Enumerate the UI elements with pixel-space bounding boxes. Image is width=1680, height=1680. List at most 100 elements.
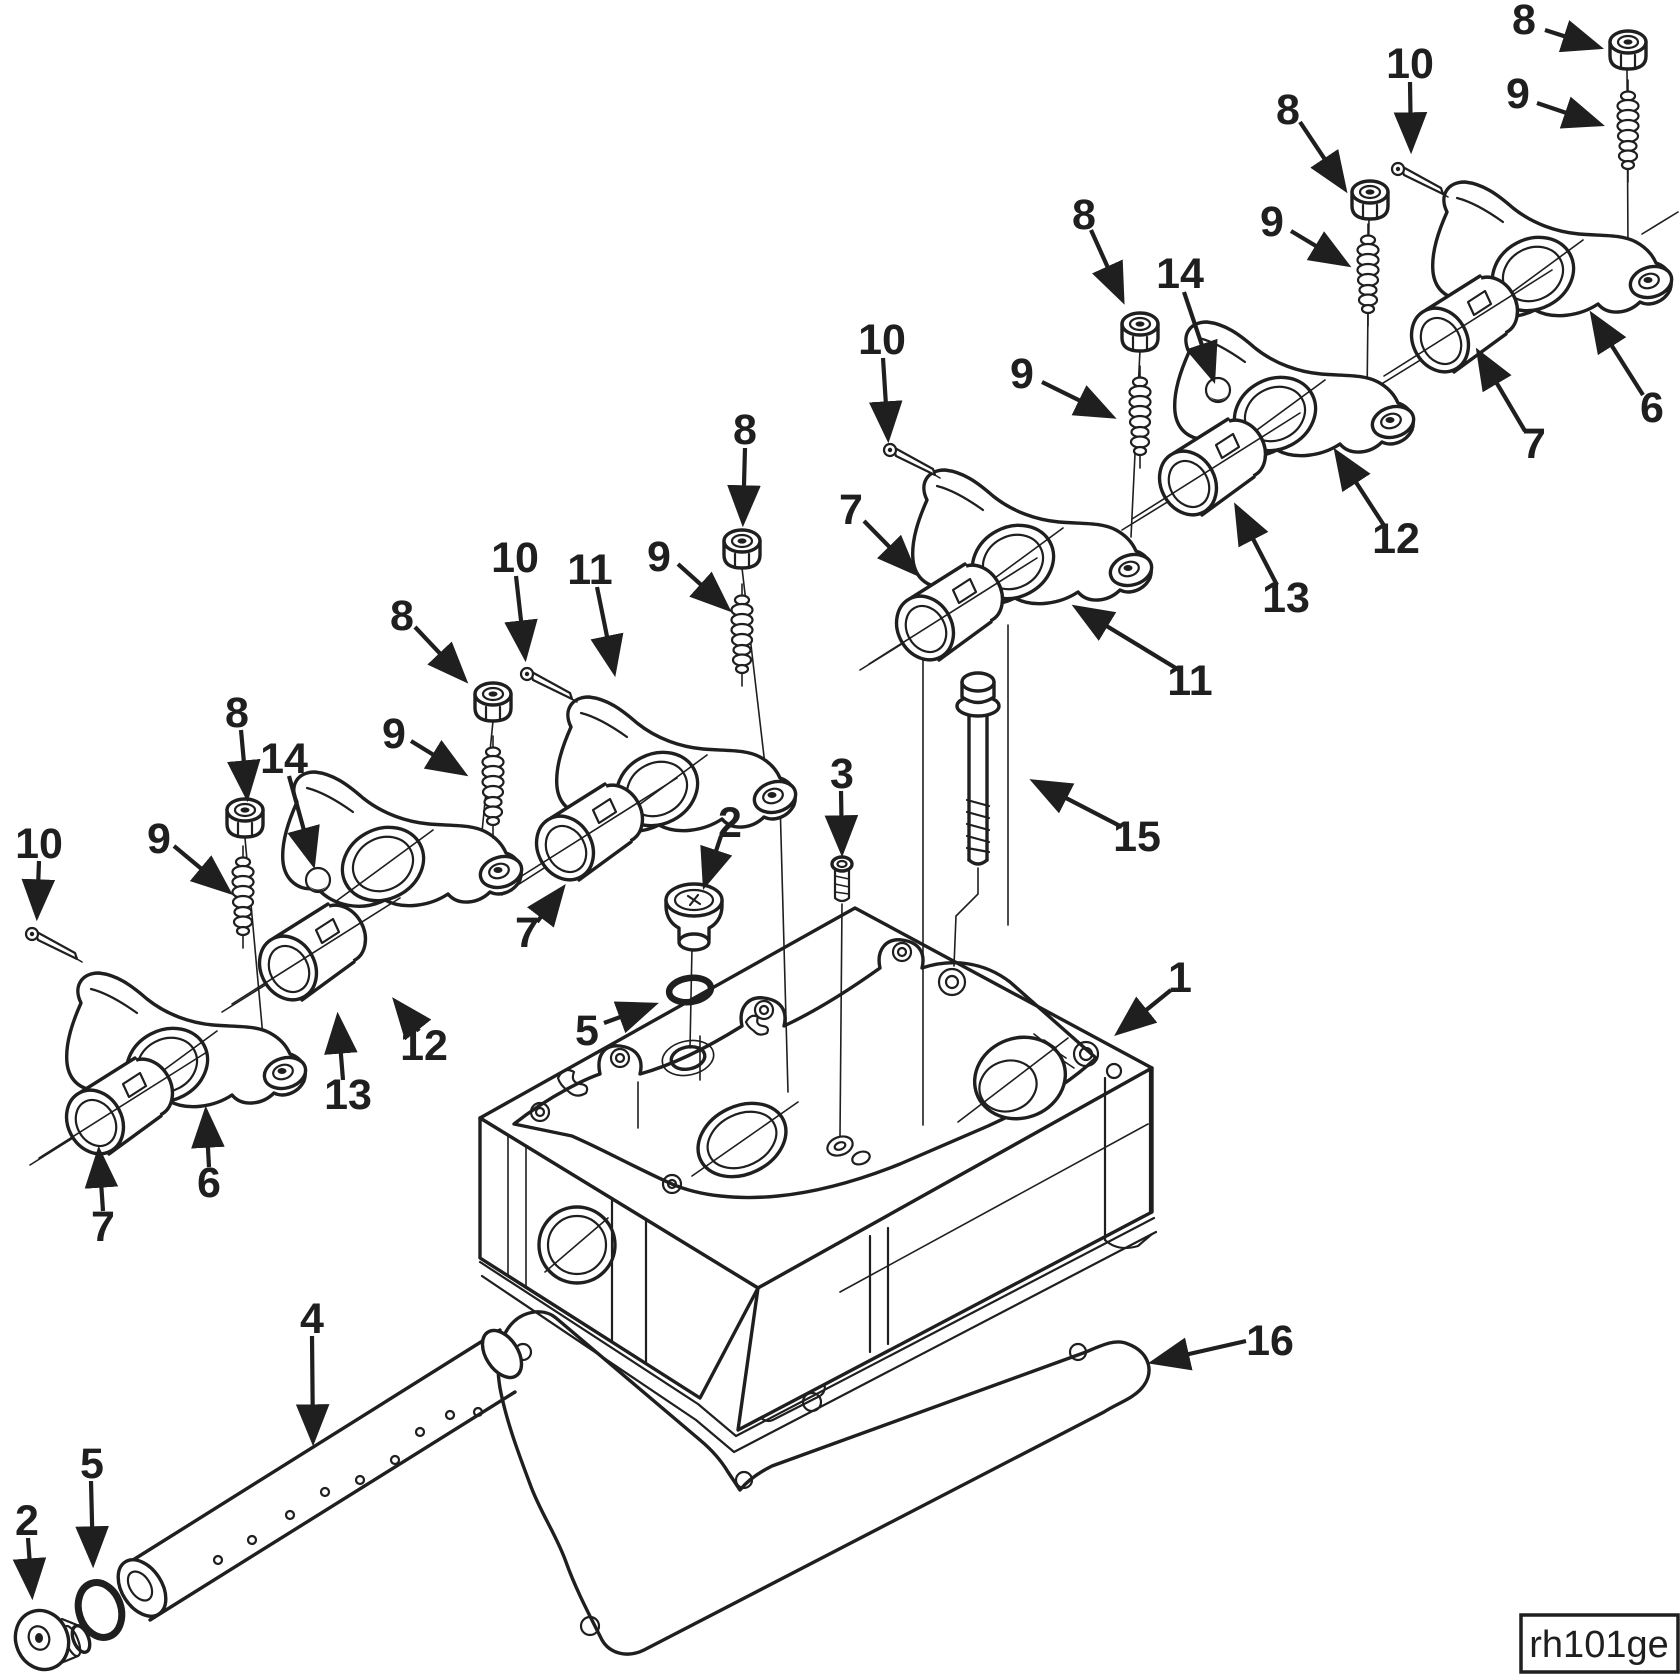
callout-arrow-8: [1298, 120, 1348, 194]
adjusting-screw: [1356, 222, 1380, 328]
callout-label-8: 8: [225, 689, 249, 737]
set-screw: [830, 855, 854, 903]
callout-label-5: 5: [575, 1007, 599, 1055]
rocker-bushing: [230, 894, 402, 1012]
callout-arrow-9: [1041, 380, 1117, 419]
rocker-bushing: [507, 774, 679, 892]
callout-label-12: 12: [400, 1022, 448, 1070]
callout-arrow-8: [227, 729, 261, 803]
callout-label-8: 8: [1512, 0, 1536, 44]
callout-arrow-9: [409, 739, 469, 777]
callout-label-9: 9: [147, 815, 171, 863]
callout-arrow-7: [1475, 347, 1527, 433]
adjusting-screw: [1128, 364, 1152, 470]
callout-label-15: 15: [1113, 813, 1161, 861]
callout-arrow-16: [1147, 1337, 1247, 1371]
callout-label-8: 8: [390, 592, 414, 640]
callout-label-8: 8: [733, 406, 757, 454]
callout-label-6: 6: [197, 1159, 221, 1207]
callout-label-13: 13: [324, 1071, 372, 1119]
callout-arrow-9: [676, 562, 732, 613]
callout-label-9: 9: [1506, 70, 1530, 118]
adjusting-screw: [730, 582, 754, 688]
oil-hole: [304, 866, 332, 894]
callout-label-7: 7: [91, 1203, 115, 1251]
pipe-plug-lower: [13, 1608, 92, 1672]
callout-label-2: 2: [15, 1497, 39, 1545]
callout-arrow-1: [1114, 988, 1173, 1036]
callout-arrow-15: [1029, 779, 1123, 829]
callout-arrow-9: [1536, 96, 1605, 129]
callout-arrow-11: [590, 586, 624, 678]
lock-nut: [1350, 179, 1390, 221]
cotter-pin: [519, 666, 579, 704]
lock-nut: [1608, 29, 1648, 71]
callout-layer: 8109891489107891110891489101112136771213…: [12, 0, 1664, 1601]
callout-arrow-13: [324, 1011, 358, 1081]
callout-arrow-8: [413, 625, 469, 684]
callout-arrow-5: [603, 1001, 659, 1034]
callout-arrow-6: [191, 1105, 225, 1168]
figure-code: rh101ge: [1529, 1624, 1668, 1666]
callout-label-1: 1: [1168, 954, 1192, 1002]
callout-label-2: 2: [718, 799, 742, 847]
callout-label-16: 16: [1246, 1317, 1294, 1365]
adjusting-screw: [1616, 78, 1640, 184]
callout-label-9: 9: [1260, 198, 1284, 246]
rocker-shaft: [116, 1328, 524, 1622]
callout-arrow-7: [527, 883, 566, 928]
cotter-pin: [882, 442, 942, 480]
callout-label-5: 5: [80, 1440, 104, 1488]
callout-label-7: 7: [839, 486, 863, 534]
callout-label-11: 11: [567, 546, 612, 594]
callout-label-10: 10: [15, 820, 63, 868]
callout-label-13: 13: [1262, 574, 1310, 622]
callout-label-6: 6: [1640, 384, 1664, 432]
callout-label-10: 10: [491, 534, 539, 582]
lock-nut: [473, 681, 513, 723]
callout-arrow-14: [286, 775, 320, 870]
callout-arrow-11: [1071, 604, 1181, 672]
cotter-pin: [24, 926, 84, 964]
callout-arrow-14: [1182, 291, 1218, 384]
callout-arrow-10: [1393, 81, 1428, 155]
callout-arrow-8: [1544, 20, 1604, 53]
callout-arrow-10: [21, 860, 56, 922]
callout-label-7: 7: [1522, 420, 1546, 468]
figure-code-box: rh101ge: [1519, 1613, 1680, 1674]
callout-arrow-9: [1289, 229, 1352, 268]
callout-arrow-8: [727, 447, 761, 528]
head-bolt: [955, 671, 1001, 866]
cotter-pin: [1390, 161, 1450, 199]
callout-label-8: 8: [1276, 86, 1300, 134]
callout-label-9: 9: [647, 533, 671, 581]
callout-arrow-7: [84, 1145, 119, 1212]
callout-arrow-4: [295, 1335, 330, 1447]
callout-label-7: 7: [515, 909, 539, 957]
callout-arrow-9: [172, 844, 233, 896]
o-ring-lower: [74, 1579, 126, 1641]
oil-hole: [1204, 376, 1232, 404]
callout-arrow-5: [75, 1480, 109, 1569]
callout-arrow-10: [868, 357, 903, 444]
callout-label-3: 3: [830, 750, 854, 798]
callout-arrow-10: [504, 575, 538, 663]
callout-label-10: 10: [1386, 40, 1434, 88]
rocker-bushing: [1382, 266, 1554, 384]
o-ring-upper: [665, 974, 715, 1006]
lock-nut: [722, 528, 762, 570]
adjusting-screw: [231, 844, 255, 950]
callout-label-14: 14: [260, 735, 308, 783]
callout-arrow-2: [12, 1537, 47, 1601]
callout-arrow-8: [1089, 229, 1125, 305]
callout-label-12: 12: [1372, 515, 1420, 563]
callout-arrow-2: [700, 835, 733, 890]
callout-arrow-12: [1333, 447, 1387, 529]
callout-label-9: 9: [382, 710, 406, 758]
callout-label-9: 9: [1010, 350, 1034, 398]
callout-arrow-12: [392, 997, 432, 1041]
callout-label-8: 8: [1072, 191, 1096, 239]
callout-arrow-6: [1589, 310, 1645, 397]
callout-label-4: 4: [300, 1295, 324, 1343]
